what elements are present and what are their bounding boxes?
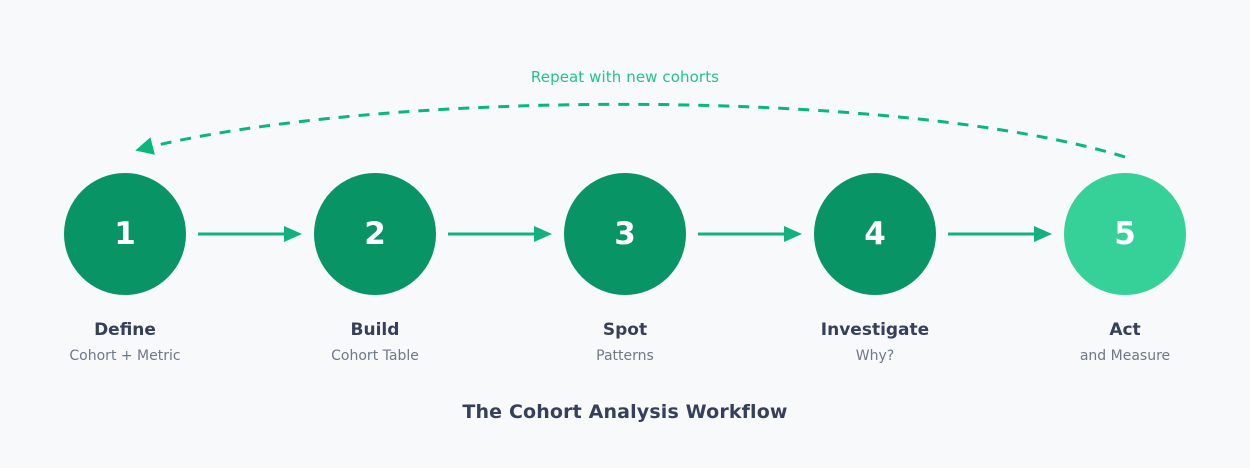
step-number-badge-3: 3 — [564, 173, 686, 295]
step-number-badge-1: 1 — [64, 173, 186, 295]
workflow-step-4[interactable]: 4 Investigate Why? — [814, 173, 936, 364]
step-label-1: Define — [94, 320, 156, 340]
arrow-right-icon — [697, 226, 802, 242]
connector-4-to-5 — [936, 173, 1064, 295]
step-number-2: 2 — [364, 215, 386, 252]
step-label-5: Act — [1109, 320, 1141, 340]
step-sublabel-1: Cohort + Metric — [69, 347, 181, 364]
step-number-3: 3 — [614, 215, 636, 252]
step-sublabel-2: Cohort Table — [331, 347, 419, 364]
workflow-steps: 1 Define Cohort + Metric 2 Build Cohort … — [0, 173, 1250, 364]
workflow-step-1[interactable]: 1 Define Cohort + Metric — [64, 173, 186, 364]
step-number-5: 5 — [1114, 215, 1136, 252]
workflow-step-3[interactable]: 3 Spot Patterns — [564, 173, 686, 364]
repeat-loop-label: Repeat with new cohorts — [530, 68, 720, 86]
connector-2-to-3 — [436, 173, 564, 295]
step-sublabel-4: Why? — [855, 347, 895, 364]
connector-3-to-4 — [686, 173, 814, 295]
step-label-4: Investigate — [820, 320, 930, 340]
step-number-badge-2: 2 — [314, 173, 436, 295]
step-number-badge-4: 4 — [814, 173, 936, 295]
step-number-4: 4 — [864, 215, 886, 252]
step-sublabel-3: Patterns — [596, 347, 654, 364]
diagram-title: The Cohort Analysis Workflow — [462, 401, 788, 423]
workflow-step-2[interactable]: 2 Build Cohort Table — [314, 173, 436, 364]
step-label-3: Spot — [602, 320, 648, 340]
step-number-badge-5: 5 — [1064, 173, 1186, 295]
arrow-right-icon — [447, 226, 552, 242]
step-sublabel-5: and Measure — [1079, 347, 1171, 364]
connector-1-to-2 — [186, 173, 314, 295]
step-label-2: Build — [350, 320, 400, 340]
workflow-step-5[interactable]: 5 Act and Measure — [1064, 173, 1186, 364]
arrow-right-icon — [197, 226, 302, 242]
step-number-1: 1 — [114, 215, 136, 252]
arrow-right-icon — [947, 226, 1052, 242]
